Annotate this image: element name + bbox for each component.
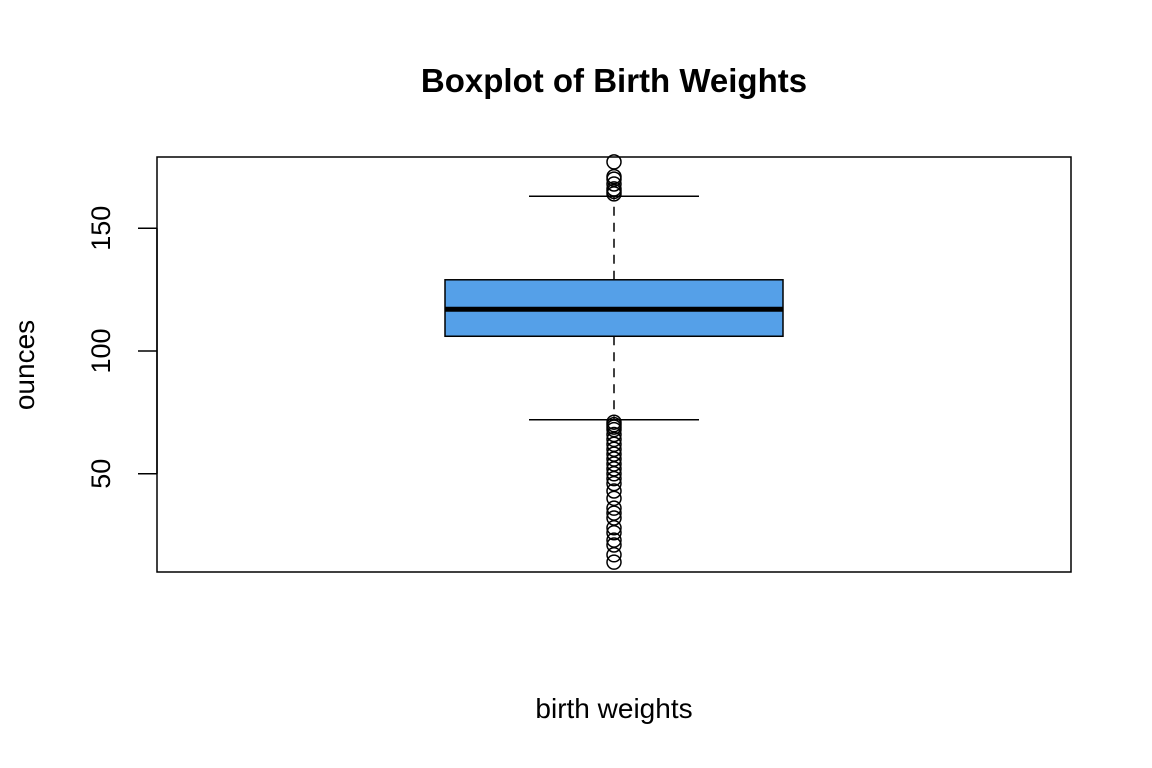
y-axis-label: ounces — [9, 320, 40, 410]
outlier-point — [606, 154, 622, 170]
y-tick-label: 150 — [86, 206, 116, 251]
outlier-point — [606, 176, 622, 192]
y-tick-label: 50 — [86, 459, 116, 489]
outlier-point — [606, 554, 622, 570]
y-axis: 50 100 150 — [86, 206, 158, 489]
outlier-point — [606, 532, 622, 548]
plot-area — [444, 154, 784, 570]
outlier-point — [606, 510, 622, 526]
outlier-point — [606, 181, 622, 197]
outlier-point — [606, 537, 622, 553]
chart-title: Boxplot of Birth Weights — [421, 62, 807, 99]
outlier-point — [606, 483, 622, 499]
y-tick-label: 100 — [86, 328, 116, 373]
plot-frame — [156, 156, 1072, 573]
outlier-point — [606, 414, 622, 430]
x-axis-label: birth weights — [535, 693, 692, 724]
outlier-point — [606, 500, 622, 516]
outlier-point — [606, 426, 622, 443]
